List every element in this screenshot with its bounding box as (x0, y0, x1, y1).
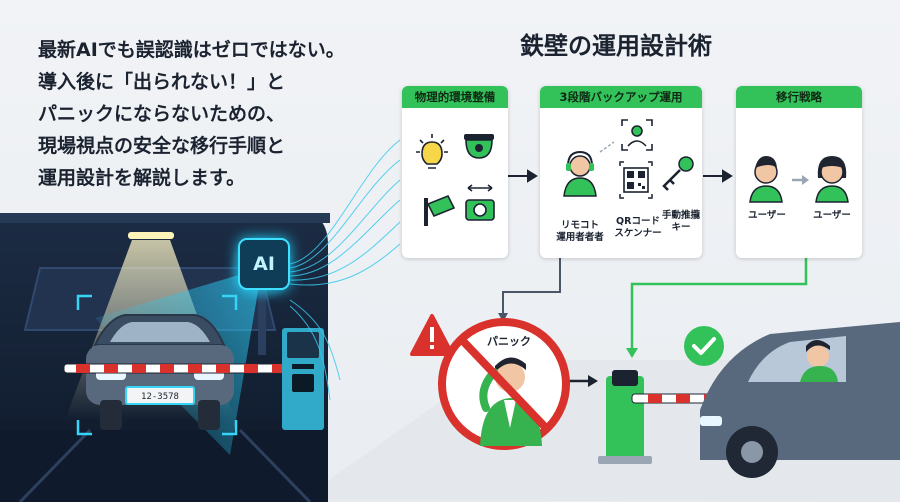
diagram-title: 鉄壁の運用設計術 (520, 32, 712, 60)
panic-label: パニック (487, 335, 531, 348)
car-exiting (700, 322, 900, 478)
photo-camera-icon (465, 184, 495, 221)
panel-physical-environment: 物理的環境整備 (402, 86, 508, 258)
car-front (86, 314, 234, 430)
manual-key-icon (662, 156, 694, 191)
headline: 最新AIでも誤認識はゼロではない。 導入後に「出られない！」と パニックにならな… (38, 34, 388, 194)
user-female-icon (815, 156, 849, 203)
label-qr-scanner: QRコード スケンナー (614, 216, 662, 239)
headline-line-4: 現場視点の安全な移行手順と (38, 135, 286, 157)
qr-code-icon (619, 161, 653, 199)
panel-arrows (508, 169, 733, 183)
success-check-icon (684, 326, 724, 366)
barrier-arm-left (63, 363, 297, 374)
data-flow-lines (289, 139, 401, 401)
gate-terminal (282, 328, 324, 430)
panel-title: 3段階バックアップ運用 (540, 86, 702, 108)
label-remote-operator: リモコト 運用者者者 (556, 220, 604, 243)
panel-icons (749, 156, 849, 203)
panel-icons (563, 119, 694, 199)
label-manual-key: 手動推攏 キー (661, 210, 700, 233)
license-plate: 12-3578 (125, 386, 195, 405)
panel-migration-strategy: 移行戦略 ユーザー ユーザー (736, 86, 862, 258)
ai-badge: AI (238, 238, 290, 290)
headline-line-1: 最新AIでも誤認識はゼロではない。 (38, 39, 345, 61)
label-user-before: ユーザー (748, 210, 786, 221)
label-user-after: ユーザー (813, 210, 851, 221)
panel-icons (416, 134, 495, 226)
operator-headset-icon (563, 150, 597, 197)
dome-camera-icon (464, 134, 494, 159)
panel-backup-operation: 3段階バックアップ運用 リモコト 運用者者者 QRコー (540, 86, 702, 258)
cctv-camera-icon (424, 194, 456, 226)
panic-prohibited-icon (438, 318, 570, 450)
light-bulb-icon (416, 134, 448, 169)
user-male-icon (749, 156, 783, 203)
panel-title: 移行戦略 (736, 86, 862, 108)
ceiling-lamp (128, 232, 174, 239)
face-scan-icon (621, 119, 653, 151)
gate-post-right (598, 370, 652, 464)
warning-icon (410, 314, 454, 356)
ai-badge-text: AI (253, 253, 275, 275)
headline-line-3: パニックにならないための、 (38, 103, 286, 125)
headline-line-2: 導入後に「出られない！」と (38, 71, 286, 93)
headline-line-5: 運用設計を解説します。 (38, 167, 246, 189)
panel-title: 物理的環境整備 (402, 86, 508, 108)
svg-text:12-3578: 12-3578 (141, 392, 179, 402)
